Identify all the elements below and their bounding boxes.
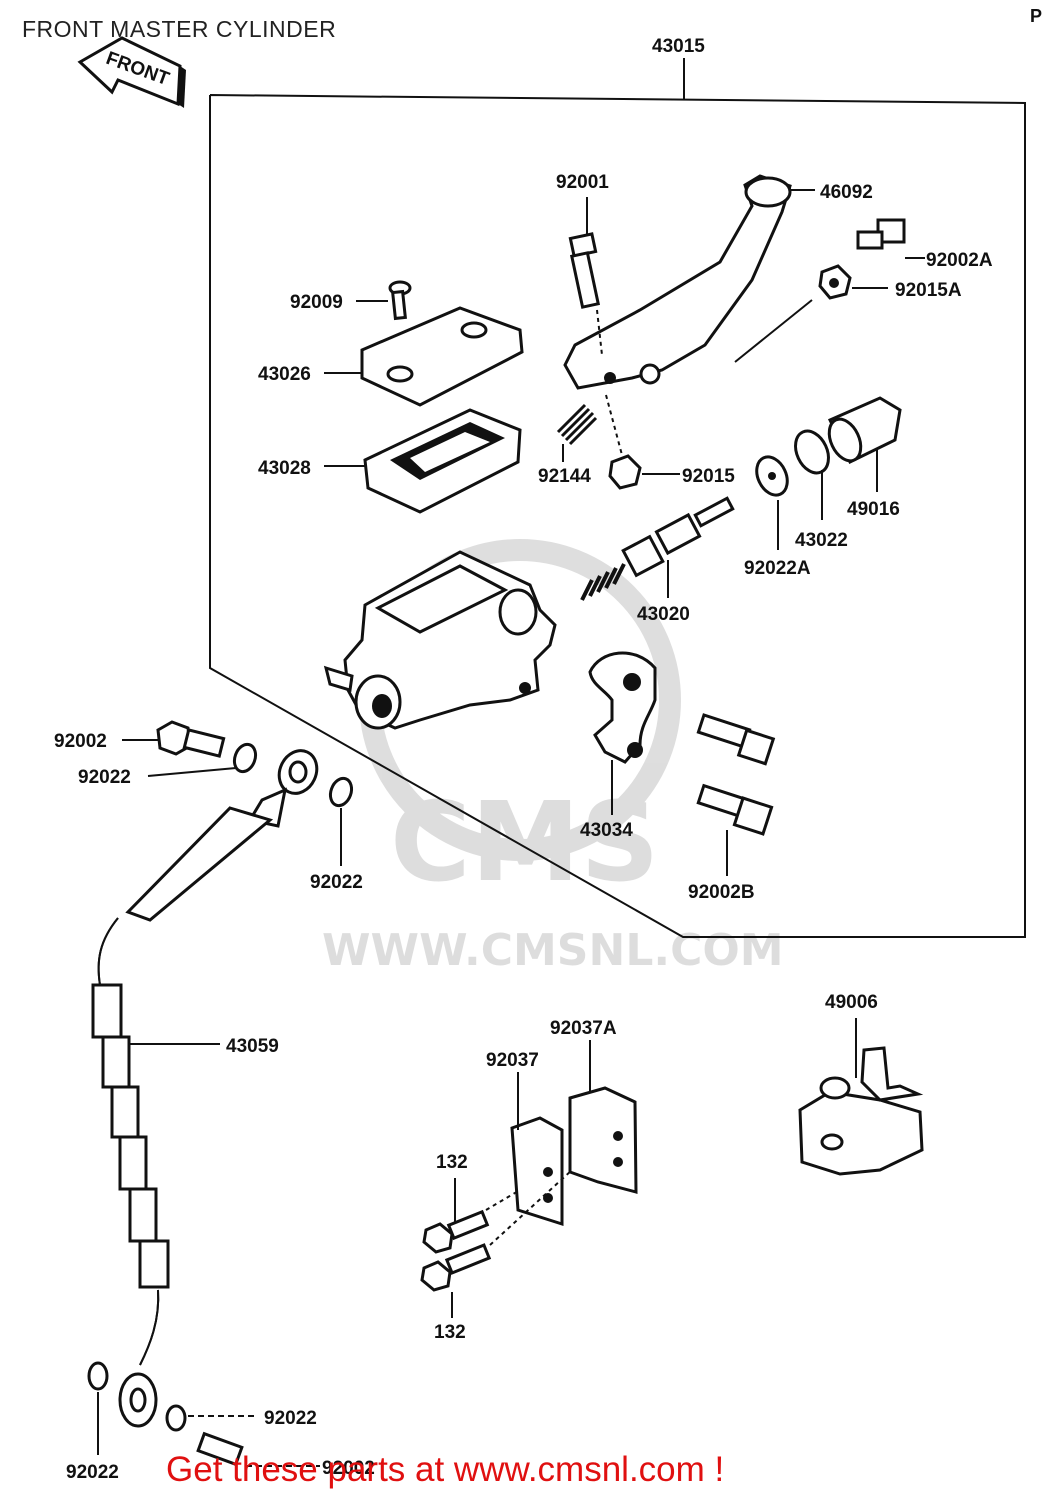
label-43059: 43059 (226, 1036, 279, 1057)
washer-right-icon (328, 776, 354, 808)
brake-lever-icon (563, 174, 792, 390)
pivot-bolt-icon (568, 232, 601, 309)
washer-upper-icon (232, 742, 258, 774)
label-43028: 43028 (258, 458, 311, 479)
label-92002: 92002 (54, 731, 107, 752)
label-92015a: 92015A (895, 280, 962, 301)
watermark-url: WWW.CMSNL.COM (322, 925, 784, 976)
diagram-title: FRONT MASTER CYLINDER (22, 16, 337, 42)
leader-92015-axis (605, 394, 623, 456)
label-43020: 43020 (637, 604, 690, 625)
clamp-bolt-upper-icon (696, 713, 776, 766)
label-92144: 92144 (538, 466, 591, 487)
master-cylinder-body-icon (323, 550, 557, 730)
bolt-132-lower-icon (420, 1243, 492, 1292)
bolt-92002a-icon (856, 218, 906, 250)
brake-switch-49006-icon (798, 1046, 924, 1176)
label-43015: 43015 (652, 36, 705, 57)
watermark-logo: CMS (390, 778, 659, 906)
bolt-132-upper-icon (422, 1209, 490, 1254)
diaphragm-icon (363, 408, 522, 514)
watermark: CMS WWW.CMSNL.COM (322, 539, 784, 976)
label-92009: 92009 (290, 292, 343, 313)
label-92022-lower-right: 92022 (264, 1408, 317, 1429)
spring-92144-icon (556, 403, 598, 446)
dust-boot-49016-icon (827, 396, 902, 465)
label-92022-lower-left: 92022 (66, 1462, 119, 1483)
promo-footer-link[interactable]: Get these parts at www.cmsnl.com ! (166, 1450, 725, 1489)
label-92022-right: 92022 (310, 872, 363, 893)
page-corner-mark: P (1030, 6, 1043, 26)
label-92022-upper: 92022 (78, 767, 131, 788)
label-92037a: 92037A (550, 1018, 617, 1039)
bolt-axis-upper (485, 1189, 521, 1211)
label-46092: 46092 (820, 182, 873, 203)
label-132-upper: 132 (436, 1152, 468, 1173)
label-43034: 43034 (580, 820, 633, 841)
label-92022a: 92022A (744, 558, 811, 579)
brake-hose-icon (91, 749, 319, 1428)
label-92015: 92015 (682, 466, 735, 487)
label-49016: 49016 (847, 499, 900, 520)
banjo-bolt-icon (156, 720, 226, 758)
leader-92022-upper (147, 767, 237, 777)
label-92002b: 92002B (688, 882, 755, 903)
washer-lower-left-icon (87, 1361, 109, 1391)
reservoir-cap-icon (360, 306, 524, 407)
label-92002a: 92002A (926, 250, 993, 271)
washer-lower-right-icon (165, 1404, 187, 1432)
screw-92009-icon (388, 280, 412, 321)
label-92001: 92001 (556, 172, 609, 193)
leader-92015a-axis (734, 299, 813, 363)
assembly-frame (209, 94, 1026, 938)
front-arrow: FRONT (77, 36, 186, 108)
bracket-92037-icon (510, 1116, 564, 1227)
label-92002-lower: 92002 (322, 1458, 375, 1479)
label-43022: 43022 (795, 530, 848, 551)
clamp-bolt-lower-icon (696, 783, 774, 836)
clamp-43034-icon (588, 651, 657, 764)
banjo-bolt-lower-icon (196, 1431, 244, 1467)
piston-assembly-icon (580, 496, 735, 601)
label-92037: 92037 (486, 1050, 539, 1071)
nut-92015-icon (608, 454, 642, 490)
bolt-axis-lower (489, 1169, 573, 1246)
label-49006: 49006 (825, 992, 878, 1013)
bracket-92037a-icon (568, 1086, 638, 1194)
label-132-lower: 132 (434, 1322, 466, 1343)
label-43026: 43026 (258, 364, 311, 385)
